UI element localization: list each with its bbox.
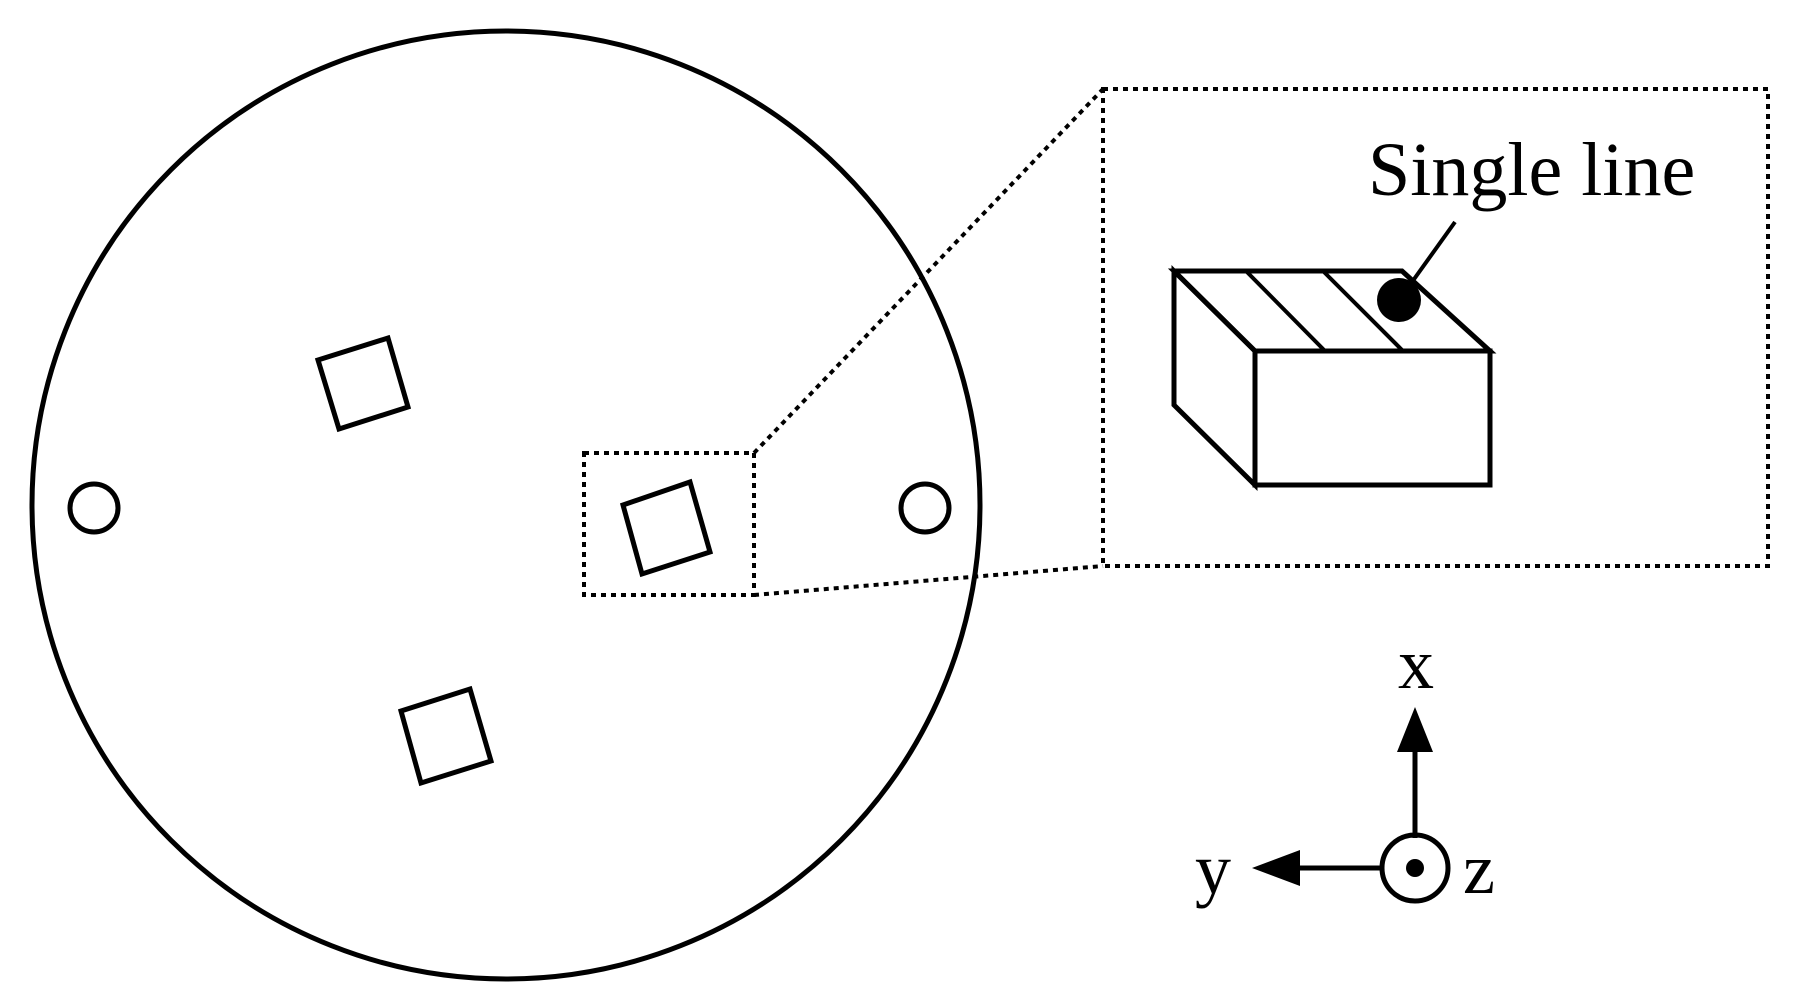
y-axis-arrowhead (1252, 850, 1300, 886)
block-left-face (1171, 265, 1258, 491)
callout-leader (1410, 220, 1457, 284)
z-axis-dot (1406, 859, 1424, 877)
x-axis-arrowhead (1397, 707, 1433, 752)
zoom-inset-box (1101, 87, 1770, 568)
sample-square-middle (619, 478, 714, 578)
scan-line-1 (1244, 269, 1327, 353)
z-axis-circle (1379, 832, 1451, 904)
callout-label: Single line (1368, 128, 1695, 212)
axis-x-label: x (1398, 624, 1434, 704)
alignment-hole-right (898, 481, 952, 535)
sample-square-top (314, 334, 412, 433)
block-top-face (1167, 268, 1497, 354)
block-front-face (1252, 348, 1493, 488)
scan-line-2 (1321, 269, 1405, 353)
single-line-marker (1377, 278, 1421, 322)
wafer-circle (29, 28, 983, 982)
zoom-line-top (752, 87, 1105, 455)
axis-z-label: z (1463, 829, 1495, 909)
alignment-hole-left (67, 481, 121, 535)
sample-block (1167, 265, 1497, 491)
axis-y-label: y (1195, 829, 1231, 909)
sample-square-bottom (397, 685, 495, 787)
zoom-line-bottom (753, 564, 1104, 597)
coordinate-axes: x y z (1195, 624, 1495, 909)
selection-box (582, 451, 756, 597)
